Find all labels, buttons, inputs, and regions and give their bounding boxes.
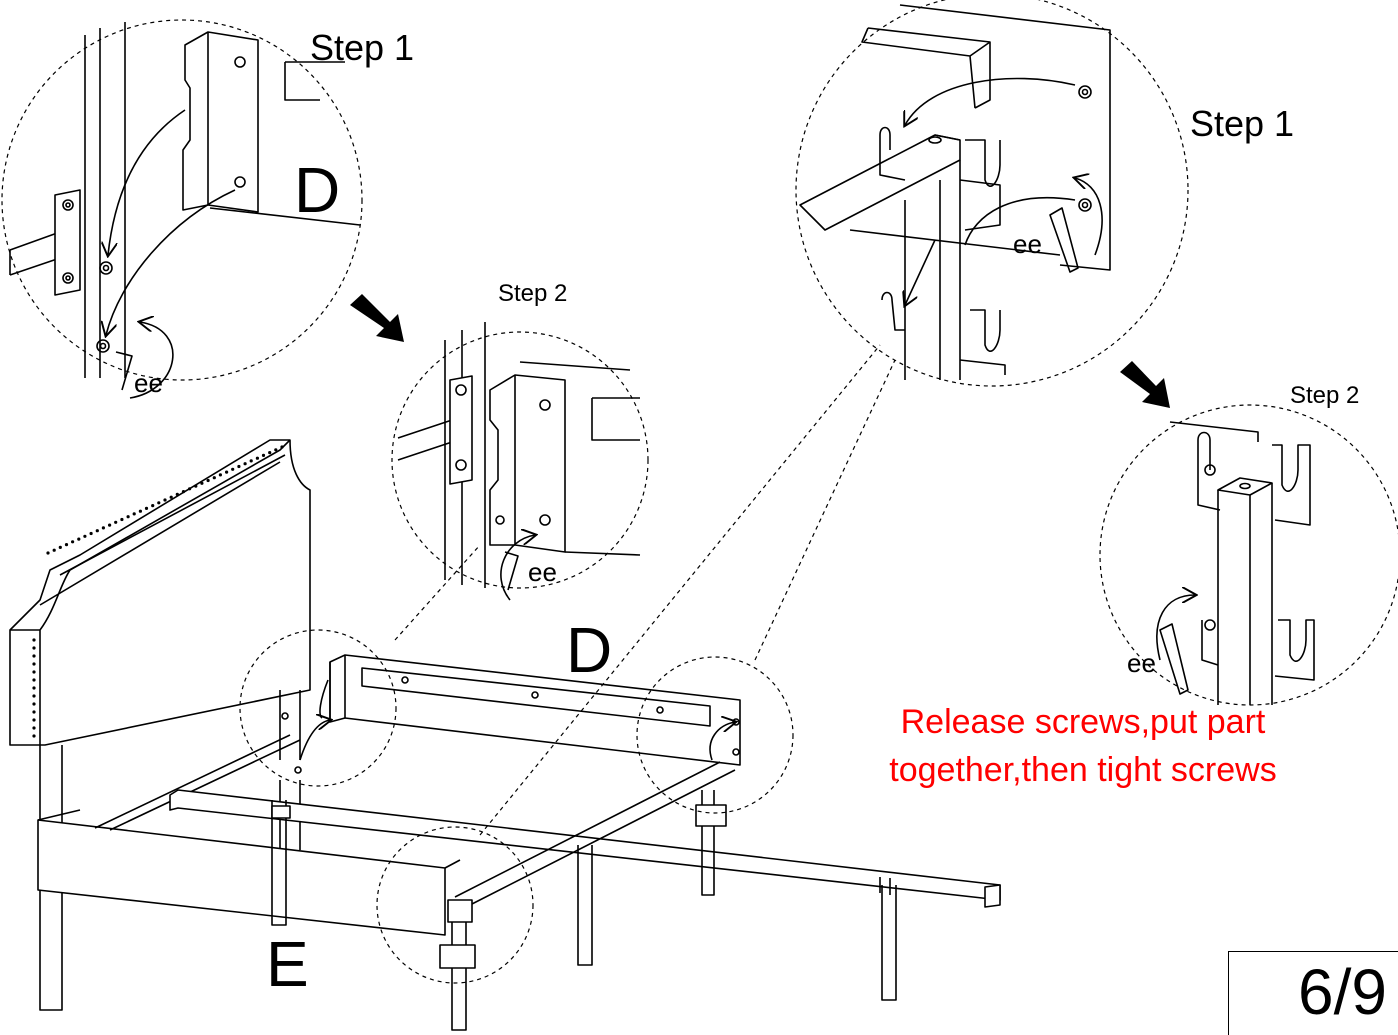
nailhead <box>32 710 36 714</box>
nailhead <box>225 470 229 474</box>
nailhead <box>46 551 50 555</box>
nailhead <box>175 492 179 496</box>
nailhead <box>243 462 247 466</box>
nailhead <box>268 451 272 455</box>
zoom-circle-headboard <box>239 629 397 787</box>
nailhead <box>64 543 69 547</box>
zoom-circle-footrail-right <box>636 656 794 814</box>
nailhead <box>32 686 36 690</box>
step-label: Step 2 <box>498 280 568 307</box>
nailhead <box>77 537 81 541</box>
nailhead <box>144 506 149 510</box>
nailhead <box>138 509 142 513</box>
tool-label: ee <box>528 557 557 587</box>
tool-label: ee <box>134 368 163 398</box>
instruction-line-1: Release screws,put part <box>900 703 1266 741</box>
page-number-box <box>1228 951 1398 1035</box>
nailhead <box>108 523 112 527</box>
nailhead <box>32 654 36 658</box>
hex-key-icon <box>1049 207 1079 273</box>
nailhead <box>249 459 253 463</box>
nailhead <box>169 495 173 499</box>
nailhead <box>32 694 36 698</box>
nailhead <box>126 515 130 519</box>
hex-key-icon <box>1159 623 1189 695</box>
nailhead <box>89 531 93 536</box>
nailhead <box>95 529 99 533</box>
step-label: Step 1 <box>1190 103 1295 144</box>
detail-step1-left <box>1 19 363 399</box>
nailhead <box>218 473 222 477</box>
detail-step2-left <box>391 322 649 601</box>
detail-step2-right <box>1099 404 1398 706</box>
nailhead <box>280 445 284 449</box>
nailhead <box>274 448 278 452</box>
step-label: Step 1 <box>310 27 415 68</box>
part-label: E <box>266 928 309 1000</box>
nailhead <box>32 646 36 650</box>
nailhead <box>132 512 136 516</box>
nailhead <box>83 534 87 538</box>
nailhead <box>255 456 259 460</box>
leader-line <box>394 544 481 641</box>
nailhead <box>151 504 155 508</box>
nailhead <box>181 490 186 494</box>
nailhead <box>52 548 56 552</box>
nailhead <box>32 638 36 642</box>
detail-step1-right <box>795 0 1189 387</box>
step-label: Step 2 <box>1290 382 1360 409</box>
nailhead <box>194 484 198 488</box>
nailhead <box>32 718 36 722</box>
hex-key-icon <box>504 551 519 591</box>
nailhead <box>212 476 216 480</box>
leader-line <box>479 344 881 836</box>
hex-key-icon <box>115 351 133 391</box>
nailhead <box>237 464 241 469</box>
nailhead <box>58 545 62 550</box>
nailhead <box>120 517 124 522</box>
zoom-circle-footrail-left <box>376 826 534 984</box>
nailhead <box>114 520 118 524</box>
nailhead <box>200 481 204 485</box>
arrow-down-right-icon <box>1120 361 1170 408</box>
tool-label: ee <box>1127 648 1156 678</box>
nailhead <box>32 670 36 674</box>
nailhead <box>188 487 192 491</box>
nailhead <box>71 540 75 544</box>
nailhead <box>206 478 210 483</box>
nailhead <box>231 467 235 471</box>
instruction-note: Release screws,put part together,then ti… <box>853 698 1313 794</box>
nailhead <box>32 662 36 666</box>
arrow-down-right-icon <box>350 294 404 342</box>
page-number: 6/9 <box>1298 956 1387 1028</box>
nailhead <box>32 734 36 738</box>
nailhead <box>32 726 36 730</box>
nailhead <box>157 501 161 505</box>
nailhead <box>163 498 167 502</box>
bed-frame-assembly <box>9 439 1001 1031</box>
nailhead <box>261 453 266 457</box>
nailhead <box>32 702 36 706</box>
part-label: D <box>566 614 613 686</box>
tool-label: ee <box>1013 229 1042 259</box>
nailhead <box>32 678 36 682</box>
instruction-line-2: together,then tight screws <box>889 751 1277 789</box>
leader-line <box>754 359 896 661</box>
nailhead <box>101 526 105 530</box>
part-label: D <box>294 154 341 226</box>
